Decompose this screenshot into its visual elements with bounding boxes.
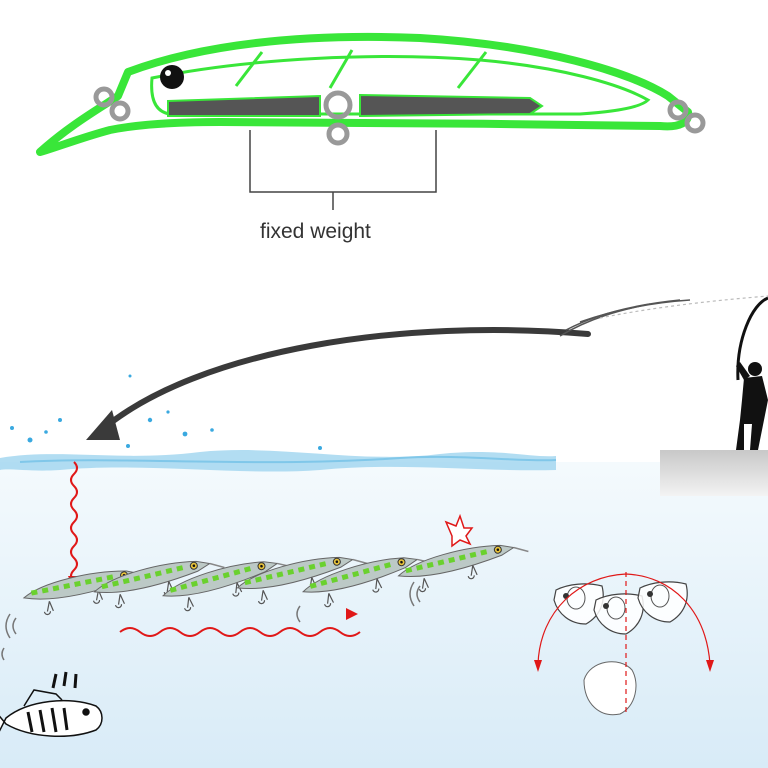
rear-ring-icon [667,99,706,134]
lure-rib [328,49,354,89]
arrow-head-icon [86,410,120,440]
surprised-fish-icon [0,671,103,737]
shore-platform [660,450,768,496]
front-ring-icon [93,86,131,122]
water-surface [0,450,556,472]
cast-motion-lines [559,299,691,337]
surface-line [19,455,557,464]
weight-bar-right [359,93,544,118]
retrieve-path [119,627,361,637]
arrow-right-icon [346,608,358,620]
splash-icon [10,374,322,450]
weight-bar-left [167,94,321,117]
fixed-weight-label: fixed weight [260,220,371,243]
swing-angle-icon [534,572,714,716]
fishing-line [599,295,768,319]
center-ring-icon [323,90,353,146]
sinking-path [70,461,78,583]
lure-eye-icon [160,65,184,89]
lure-rib [234,51,264,87]
lure-rib [456,51,488,89]
angler-silhouette-icon [736,296,768,450]
eye-highlight [165,70,171,76]
impact-icon [444,513,474,548]
vibration-marks [1,581,421,661]
lure-cutaway [36,32,706,210]
weight-bracket [249,130,437,210]
cast-trajectory-arrow [101,326,591,431]
